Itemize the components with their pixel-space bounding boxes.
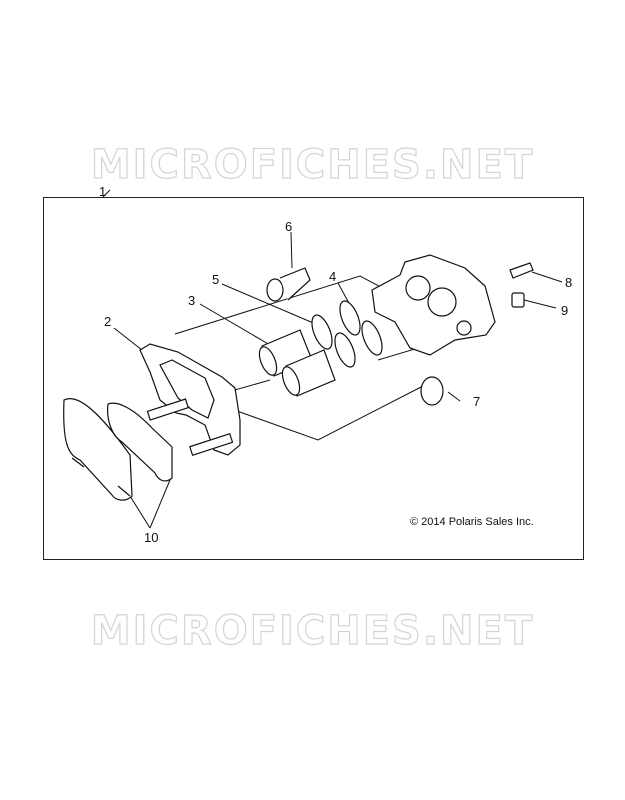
seal-5-upper bbox=[311, 314, 333, 350]
bracket-pin-lower bbox=[189, 432, 234, 457]
callout-8: 8 bbox=[565, 275, 573, 290]
leader-line-2 bbox=[113, 327, 143, 351]
boot-6-body bbox=[266, 278, 284, 302]
bracket-pin-upper bbox=[146, 398, 190, 421]
brake-pad-outer bbox=[63, 398, 133, 501]
callout-3: 3 bbox=[188, 293, 196, 308]
boot-6-pin bbox=[279, 267, 311, 301]
callout-9: 9 bbox=[561, 303, 569, 318]
callout-6: 6 bbox=[285, 219, 293, 234]
callout-4: 4 bbox=[329, 269, 337, 284]
watermark-bottom: MICROFICHES.NET bbox=[90, 607, 535, 654]
leader-line-3 bbox=[199, 303, 271, 346]
leader-line-4 bbox=[337, 282, 351, 306]
callout-5: 5 bbox=[212, 272, 220, 287]
caliper-bore-lower bbox=[427, 287, 457, 317]
leader-line-10b bbox=[149, 479, 171, 529]
leader-line-9 bbox=[523, 299, 557, 309]
caliper-bore-upper bbox=[405, 275, 431, 301]
pad-tab-lines bbox=[71, 457, 131, 497]
leader-line-6 bbox=[290, 231, 293, 269]
leader-line-10a bbox=[129, 495, 151, 529]
bleeder-cap bbox=[511, 292, 525, 308]
diagram-frame bbox=[43, 197, 584, 560]
callout-10: 10 bbox=[144, 530, 159, 545]
piston-upper-face bbox=[258, 346, 278, 376]
seal-4-upper bbox=[339, 300, 361, 336]
boot-7 bbox=[420, 376, 444, 406]
seal-5-lower bbox=[334, 332, 356, 368]
brake-pad-inner bbox=[107, 402, 173, 482]
piston-lower-face bbox=[281, 366, 301, 396]
bracket-cutout bbox=[159, 359, 215, 419]
callout-2: 2 bbox=[104, 314, 112, 329]
caliper-port bbox=[456, 320, 472, 336]
bleeder-valve bbox=[509, 262, 534, 279]
copyright-text: © 2014 Polaris Sales Inc. bbox=[410, 516, 534, 528]
leader-line-1 bbox=[102, 189, 111, 198]
callout-7: 7 bbox=[473, 394, 481, 409]
leader-line-7 bbox=[447, 391, 461, 402]
seal-4-lower bbox=[361, 320, 383, 356]
guide-line-lower bbox=[211, 384, 426, 441]
leader-line-8 bbox=[531, 271, 563, 283]
watermark-top: MICROFICHES.NET bbox=[90, 141, 535, 188]
callout-1: 1 bbox=[99, 184, 107, 199]
